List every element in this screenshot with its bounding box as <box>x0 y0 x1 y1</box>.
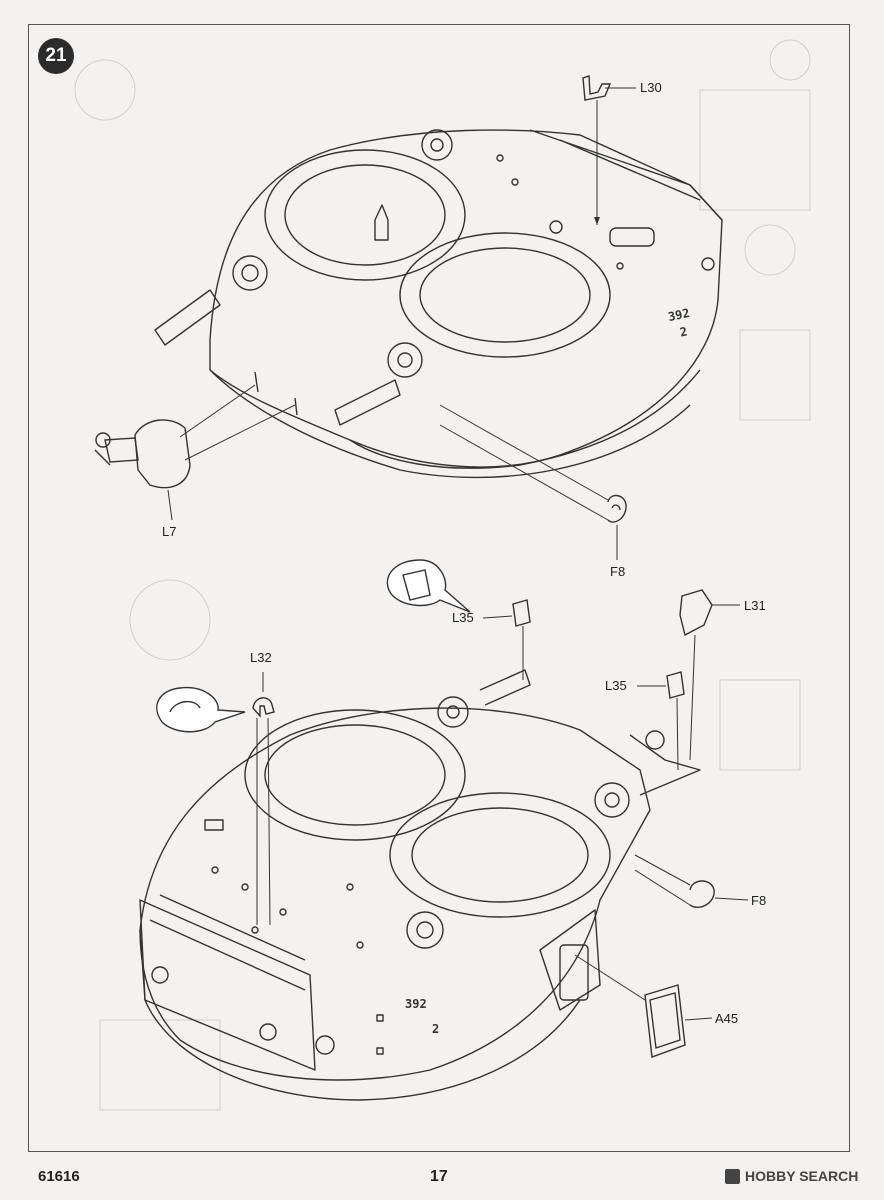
background-ghost-parts <box>74 39 811 1111</box>
label-f8-top: F8 <box>610 564 626 579</box>
page-frame <box>28 24 850 1152</box>
page-number: 17 <box>430 1168 448 1185</box>
watermark-text: HOBBY SEARCH <box>745 1168 859 1184</box>
bottom-hull-sub: 2 <box>432 1022 440 1036</box>
part-f8-top <box>607 494 627 523</box>
label-a45: A45 <box>715 1011 739 1026</box>
part-l31 <box>679 589 713 637</box>
bottom-turret <box>139 669 701 1101</box>
label-f8-bottom: F8 <box>751 893 767 908</box>
bottom-hull-number: 392 <box>405 997 427 1011</box>
detail-callouts <box>156 559 471 733</box>
label-l7: L7 <box>162 524 177 539</box>
part-l35-a <box>512 599 531 627</box>
part-a45 <box>644 984 686 1058</box>
label-l35-b: L35 <box>605 678 627 693</box>
watermark: HOBBY SEARCH <box>725 1168 858 1184</box>
step-number-badge: 21 <box>38 38 74 74</box>
hobby-search-logo-icon <box>725 1168 740 1184</box>
part-l35-b <box>666 671 685 699</box>
part-f8-bottom <box>689 880 715 908</box>
label-l31: L31 <box>744 598 766 613</box>
part-l7 <box>94 419 191 489</box>
callout-details <box>169 569 431 713</box>
part-l32 <box>252 697 275 718</box>
label-l35-a: L35 <box>452 610 474 625</box>
label-l32: L32 <box>250 650 272 665</box>
top-turret <box>154 129 723 479</box>
part-l30 <box>582 75 612 101</box>
kit-number: 61616 <box>38 1168 80 1185</box>
label-l30: L30 <box>640 80 662 95</box>
